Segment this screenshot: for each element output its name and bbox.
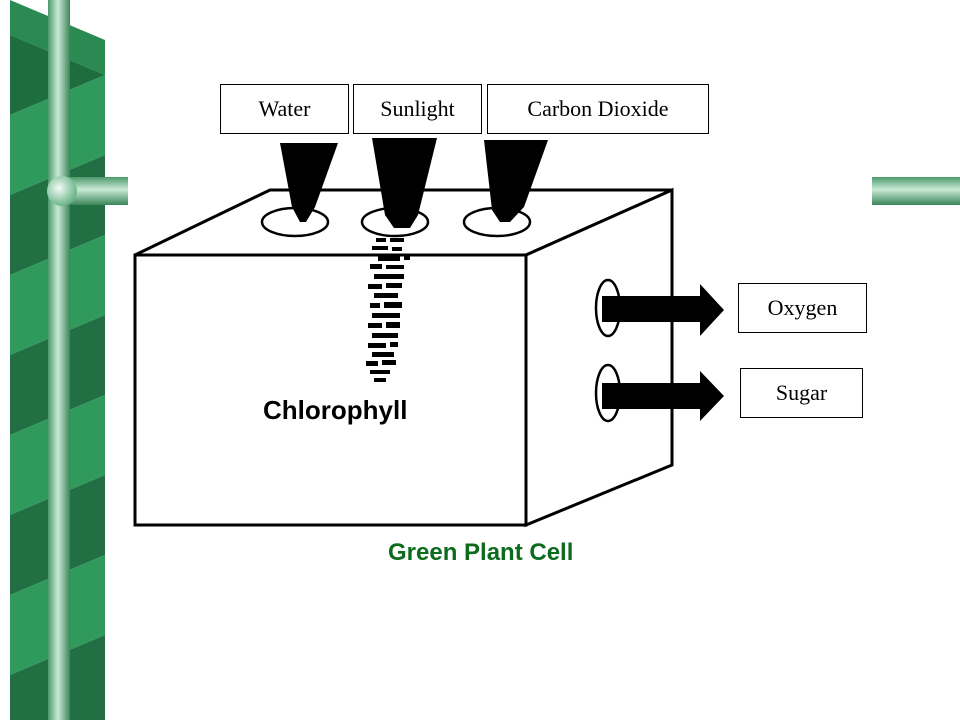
cube-front-face: [133, 253, 528, 527]
sugar-arrow: [602, 371, 724, 421]
water-label: Water: [220, 84, 349, 134]
input-arrows: [280, 138, 548, 228]
sunlight-label: Sunlight: [353, 84, 482, 134]
output-arrows: [602, 284, 724, 421]
carbon-dioxide-label: Carbon Dioxide: [487, 84, 709, 134]
chlorophyll-label: Chlorophyll: [263, 395, 408, 425]
cell-caption: Green Plant Cell: [388, 539, 574, 566]
rod-knob: [47, 176, 77, 206]
water-arrow: [280, 143, 338, 222]
carbon-dioxide-arrow: [484, 140, 548, 222]
left-ribbon-border: [0, 0, 108, 720]
right-horizontal-rod: [872, 177, 960, 205]
light-scatter: [366, 238, 410, 382]
sugar-label: Sugar: [740, 368, 863, 418]
sunlight-arrow: [372, 138, 437, 228]
cell-cube: [133, 187, 674, 528]
oxygen-label: Oxygen: [738, 283, 867, 333]
oxygen-arrow: [602, 284, 724, 336]
